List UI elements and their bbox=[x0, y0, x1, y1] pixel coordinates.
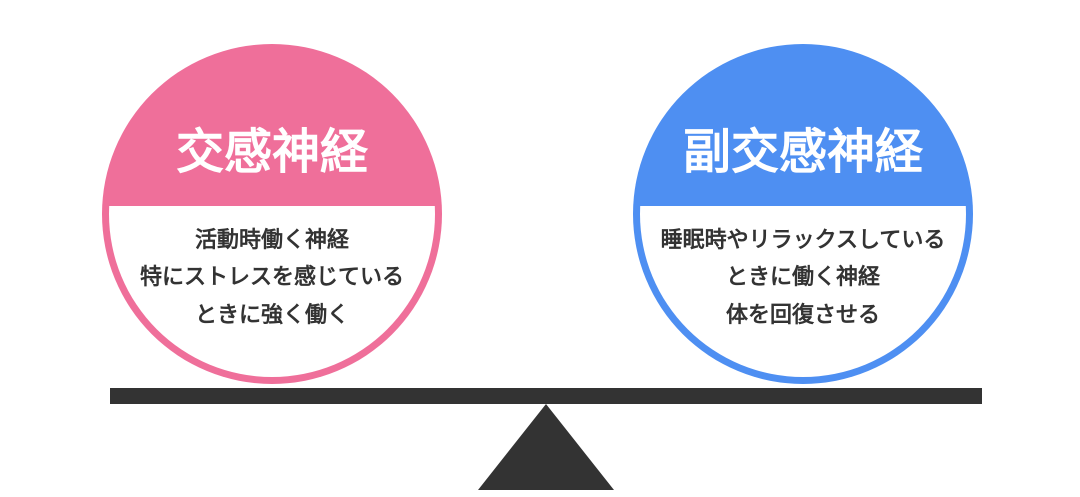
sympathetic-title: 交感神経 bbox=[176, 124, 369, 180]
parasympathetic-line: 睡眠時やリラックスしている bbox=[661, 228, 946, 253]
parasympathetic-line: 体を回復させる bbox=[726, 302, 880, 328]
sympathetic-line: 特にストレスを感じている bbox=[140, 264, 404, 290]
sympathetic-circle: 交感神経 活動時働く神経 特にストレスを感じている ときに強く働く bbox=[102, 44, 442, 384]
parasympathetic-circle: 副交感神経 睡眠時やリラックスしている ときに働く神経 体を回復させる bbox=[633, 44, 973, 384]
seesaw-beam bbox=[110, 388, 982, 404]
parasympathetic-title: 副交感神経 bbox=[683, 124, 924, 180]
parasympathetic-line: ときに働く神経 bbox=[726, 264, 881, 290]
sympathetic-line: ときに強く働く bbox=[195, 302, 349, 328]
sympathetic-line: 活動時働く神経 bbox=[195, 227, 350, 253]
seesaw-fulcrum bbox=[478, 404, 614, 490]
